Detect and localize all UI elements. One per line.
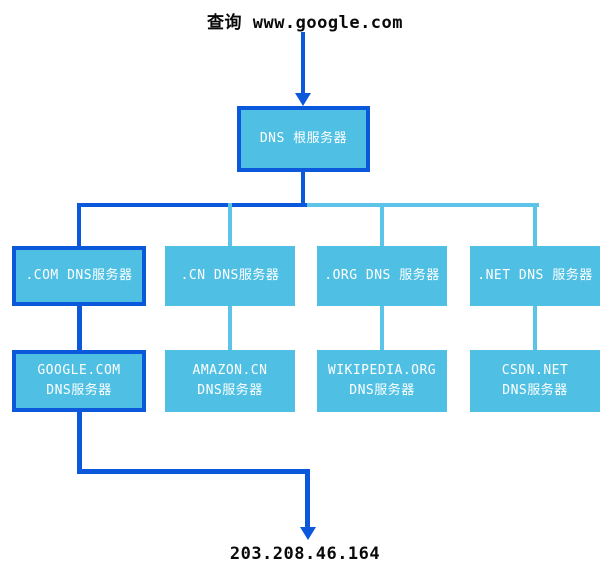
auth-server-label-google-line2: DNS服务器 (46, 383, 112, 398)
result-arrow-horizontal (77, 469, 310, 474)
drop-connector-cn (228, 203, 232, 246)
drop-connector-org (380, 203, 384, 246)
result-arrow-vertical-1 (77, 412, 82, 474)
auth-server-box-wikipedia: WIKIPEDIA.ORG DNS服务器 (317, 350, 447, 412)
link-connector-org-wikipedia (380, 306, 384, 350)
auth-server-label-wikipedia-line1: WIKIPEDIA.ORG (327, 362, 437, 378)
auth-server-label-wikipedia-line2: DNS服务器 (349, 383, 415, 398)
tld-server-label-com: .COM DNS服务器 (25, 267, 133, 283)
auth-server-label-csdn-line2: DNS服务器 (502, 383, 568, 398)
result-ip: 203.208.46.164 (229, 544, 381, 564)
root-server-label: DNS 根服务器 (259, 130, 348, 146)
result-arrow-head-icon (300, 527, 316, 540)
auth-server-box-google: GOOGLE.COM DNS服务器 (12, 350, 146, 412)
result-arrow-vertical-2 (305, 469, 310, 528)
tld-server-box-net: .NET DNS 服务器 (470, 246, 600, 306)
tld-server-box-com: .COM DNS服务器 (12, 246, 146, 306)
tld-server-box-org: .ORG DNS 服务器 (317, 246, 447, 306)
auth-server-label-csdn-line1: CSDN.NET (501, 362, 569, 378)
tld-server-label-net: .NET DNS 服务器 (477, 267, 593, 283)
auth-server-box-amazon: AMAZON.CN DNS服务器 (165, 350, 295, 412)
root-server-box: DNS 根服务器 (237, 106, 370, 172)
drop-connector-com (77, 203, 81, 246)
auth-server-label-amazon-line2: DNS服务器 (197, 383, 263, 398)
link-connector-net-csdn (533, 306, 537, 350)
auth-server-box-csdn: CSDN.NET DNS服务器 (470, 350, 600, 412)
tld-server-label-cn: .CN DNS服务器 (180, 267, 280, 283)
bus-connector-light (307, 203, 539, 207)
query-arrow-line (301, 32, 305, 94)
drop-connector-net (533, 203, 537, 246)
root-stem-connector (301, 172, 305, 204)
query-arrow-head-icon (295, 93, 311, 106)
auth-server-label-google-line1: GOOGLE.COM (37, 362, 121, 378)
auth-server-label-amazon-line1: AMAZON.CN (192, 362, 268, 378)
bus-connector-dark (77, 203, 307, 207)
tld-server-box-cn: .CN DNS服务器 (165, 246, 295, 306)
link-connector-cn-amazon (228, 306, 232, 350)
tld-server-label-org: .ORG DNS 服务器 (324, 267, 440, 283)
link-connector-com-google (77, 306, 82, 350)
query-title: 查询 www.google.com (206, 13, 404, 33)
